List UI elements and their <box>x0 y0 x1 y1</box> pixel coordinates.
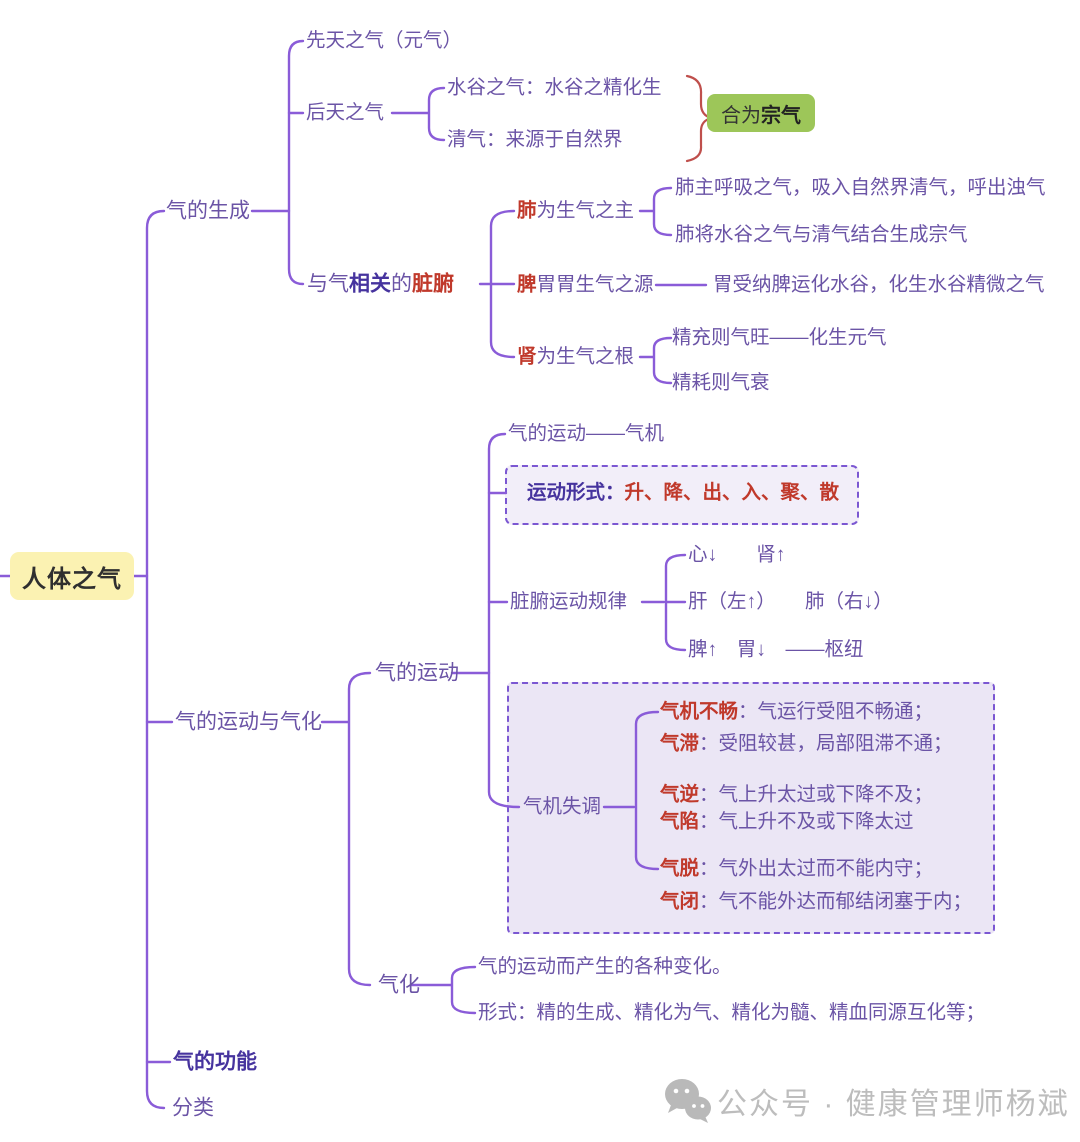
node-transformation-detail: 气的运动而产生的各种变化。 <box>478 955 732 978</box>
node-classification: 分类 <box>172 1096 214 1120</box>
node-disorder-qituo: 气脱：气外出太过而不能内守； <box>660 857 934 880</box>
node-qi-transformation: 气化 <box>378 973 420 997</box>
wechat-icon <box>665 1079 711 1123</box>
node-heart-kidney: 心↓ 肾↑ <box>688 543 786 566</box>
node-disorder-qini: 气逆：气上升太过或下降不及； <box>660 783 934 806</box>
node-related-organs: 与气相关的脏腑 <box>307 272 454 296</box>
node-qi-disorder: 气机失调 <box>523 795 602 818</box>
node-lung-detail-1: 肺主呼吸之气，吸入自然界清气，呼出浊气 <box>675 176 1046 199</box>
node-grain-qi: 水谷之气：水谷之精化生 <box>447 76 662 99</box>
node-qi-mechanism: 气的运动——气机 <box>508 422 665 445</box>
node-qi-functions: 气的功能 <box>173 1050 257 1074</box>
node-organ-movement-rule: 脏腑运动规律 <box>510 590 628 613</box>
movement-form-box <box>505 465 859 525</box>
node-innate-qi: 先天之气（元气） <box>306 29 463 52</box>
node-transformation-forms: 形式：精的生成、精化为气、精化为髓、精血同源互化等； <box>478 1001 986 1024</box>
node-movement-transformation: 气的运动与气化 <box>175 710 322 734</box>
node-lung-master: 肺为生气之主 <box>517 199 635 222</box>
node-qi-movement: 气的运动 <box>375 661 459 685</box>
node-disorder-qixian: 气陷：气上升不及或下降太过 <box>660 810 914 833</box>
watermark-text: 公众号 · 健康管理师杨斌 <box>717 1088 1070 1121</box>
node-kidney-detail-2: 精耗则气衰 <box>672 371 770 394</box>
node-acquired-qi: 后天之气 <box>306 101 385 124</box>
node-disorder-qibi: 气闭：气不能外达而郁结闭塞于内； <box>660 890 973 913</box>
node-spleen-detail: 胃受纳脾运化水谷，化生水谷精微之气 <box>713 273 1045 296</box>
node-qi-generation: 气的生成 <box>166 199 250 223</box>
node-liver-lung: 肝（左↑） 肺（右↓） <box>688 590 893 613</box>
zongqi-tag-label: 合为宗气 <box>721 104 801 127</box>
root-node: 人体之气 <box>10 552 134 600</box>
node-spleen-stomach-pivot: 脾↑ 胃↓ ——枢纽 <box>688 638 864 661</box>
node-lung-detail-2: 肺将水谷之气与清气结合生成宗气 <box>675 223 968 246</box>
node-spleen-source: 脾胃胃生气之源 <box>517 273 654 296</box>
node-disorder-qizhi: 气滞：受阻较甚，局部阻滞不通； <box>660 732 953 755</box>
node-clear-qi: 清气：来源于自然界 <box>447 128 623 151</box>
node-kidney-detail-1: 精充则气旺——化生元气 <box>672 326 887 349</box>
zongqi-tag: 合为宗气 <box>707 94 815 132</box>
node-movement-forms: 运动形式：升、降、出、入、聚、散 <box>527 481 840 504</box>
node-kidney-root: 肾为生气之根 <box>517 345 635 368</box>
node-disorder-buchang: 气机不畅：气运行受阻不畅通； <box>660 700 934 723</box>
qi-disorder-box <box>507 682 995 934</box>
